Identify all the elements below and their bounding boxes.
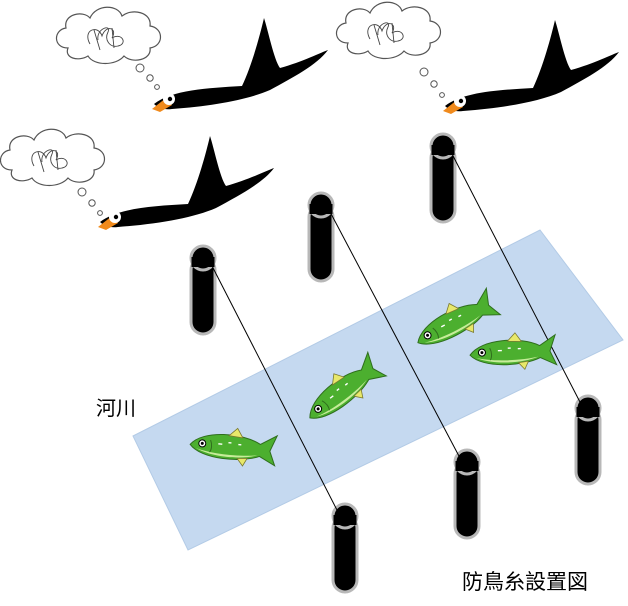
pole-2 <box>307 191 335 283</box>
pole-4 <box>331 502 359 594</box>
thought-cloud-1 <box>55 6 162 90</box>
river-label: 河川 <box>96 396 136 420</box>
deterrent-line-3 <box>449 149 582 405</box>
pole-6 <box>574 394 602 486</box>
deterrent-line-1 <box>209 261 339 513</box>
bird-3 <box>98 136 274 230</box>
pole-3 <box>429 132 457 224</box>
pole-1 <box>189 244 217 336</box>
deterrent-lines <box>209 149 582 513</box>
river-area <box>132 229 624 551</box>
bird-2 <box>443 20 619 114</box>
pole-5 <box>453 448 481 540</box>
diagram-caption: 防鳥糸設置図 <box>462 570 588 594</box>
thought-cloud-2 <box>335 1 445 98</box>
bird-1 <box>152 18 328 112</box>
thought-clouds <box>0 1 445 216</box>
deterrent-line-2 <box>327 207 461 459</box>
thought-cloud-3 <box>0 128 106 216</box>
